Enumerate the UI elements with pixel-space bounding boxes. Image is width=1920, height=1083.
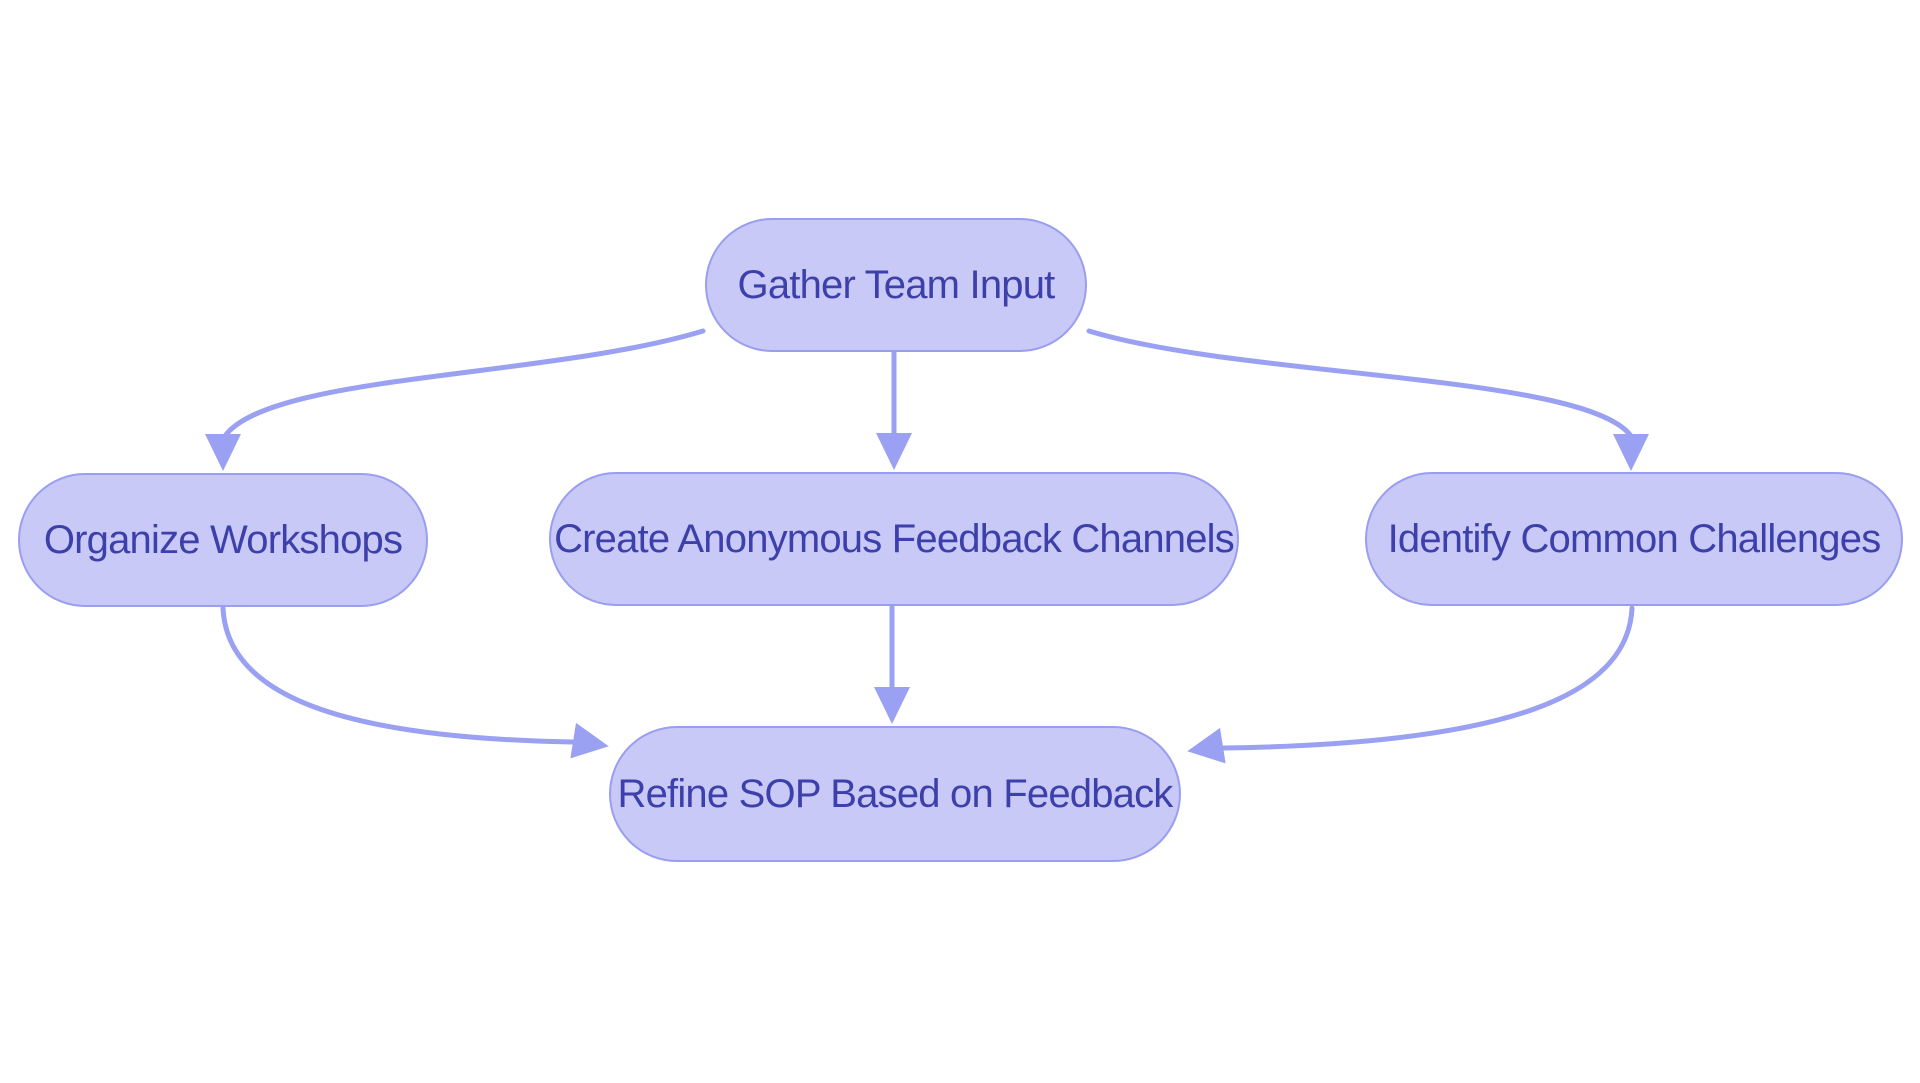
node-label: Gather Team Input (737, 262, 1056, 307)
edge-organize-to-refine (220, 605, 576, 745)
node-organize-workshops: Organize Workshops (18, 473, 428, 607)
node-label: Organize Workshops (43, 517, 403, 562)
node-create-anonymous-feedback-channels: Create Anonymous Feedback Channels (549, 472, 1239, 606)
edge-gather-to-identify (1086, 328, 1634, 439)
edge-identify-to-refine-arrowhead (1187, 727, 1226, 764)
node-label: Refine SOP Based on Feedback (617, 771, 1174, 816)
edge-gather-to-organize-arrowhead (205, 434, 241, 471)
node-label: Identify Common Challenges (1387, 516, 1882, 561)
edge-gather-to-organize (222, 328, 706, 439)
node-refine-sop-based-on-feedback: Refine SOP Based on Feedback (609, 726, 1181, 862)
node-identify-common-challenges: Identify Common Challenges (1365, 472, 1903, 606)
edge-identify-to-refine (1220, 605, 1635, 751)
node-label: Create Anonymous Feedback Channels (554, 516, 1235, 561)
node-gather-team-input: Gather Team Input (705, 218, 1087, 352)
edge-create-to-refine-arrowhead (874, 687, 910, 724)
edge-gather-to-identify-arrowhead (1613, 434, 1649, 471)
edge-gather-to-create-arrowhead (876, 433, 912, 470)
edge-organize-to-refine-arrowhead (570, 722, 609, 759)
